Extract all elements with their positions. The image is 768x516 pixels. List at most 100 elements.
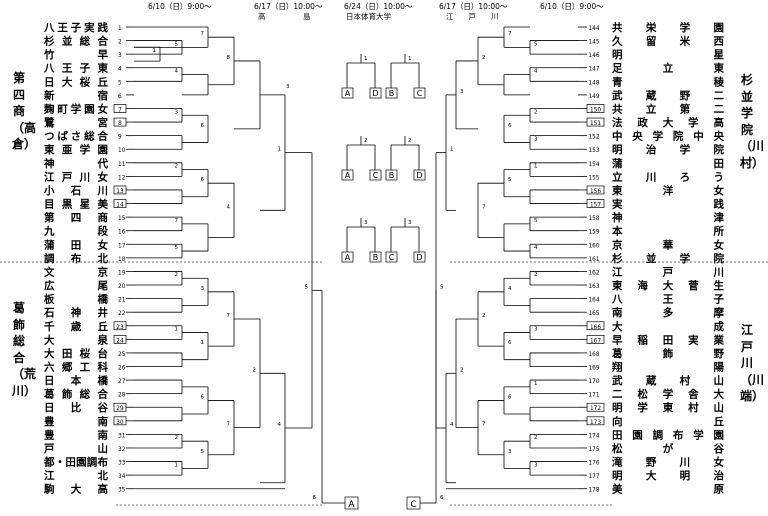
team-name-left: 小石川 [43, 184, 108, 197]
match-number: 7 [508, 31, 512, 37]
team-name-left: 鷺宮 [44, 116, 108, 129]
team-name-left: 日大桜丘 [44, 75, 109, 88]
team-number-right: 151 [590, 121, 601, 127]
team-name-right: 共栄学園 [612, 21, 724, 34]
group-letter: A [348, 500, 355, 510]
match-number: 2 [408, 138, 412, 144]
group-letter: A [345, 171, 351, 180]
group-letter: D [372, 89, 378, 98]
team-number-left: 29 [116, 406, 124, 412]
header-round1-right: 6/10（日）9:00〜 [540, 2, 604, 11]
match-number: 2 [253, 367, 257, 373]
team-name-right: 東海大菅生 [612, 279, 725, 292]
match-number: 5 [534, 218, 538, 224]
match-number: 3 [201, 286, 205, 292]
team-name-right: 武蔵野二 [612, 89, 725, 102]
team-number-right: 160 [588, 243, 599, 249]
team-number-right: 155 [588, 175, 599, 181]
match-number: 2 [175, 164, 179, 170]
team-number-right: 172 [590, 406, 601, 412]
team-number-left: 15 [118, 216, 126, 222]
team-name-right: 江戸川 [612, 265, 724, 278]
team-name-right: 中央学院中央 [612, 130, 725, 143]
match-number: 1 [278, 147, 282, 153]
header-round3-venue: 日本体育大学 [346, 12, 391, 21]
team-name-left: 蒲田女 [44, 238, 109, 251]
match-number: 2 [364, 138, 368, 144]
match-number: 3 [364, 220, 368, 226]
team-number-right: 174 [588, 433, 599, 439]
team-number-right: 144 [588, 26, 599, 32]
team-name-right: 共立第二 [612, 102, 725, 115]
team-number-left: 16 [118, 230, 126, 236]
match-number: 5 [440, 284, 444, 290]
match-number: 7 [201, 31, 205, 37]
match-number: 3 [508, 449, 512, 455]
match-number: 4 [175, 69, 179, 75]
group-letter-box [369, 87, 382, 99]
match-number: 2 [175, 272, 179, 278]
team-name-right: 二松学舎大 [612, 388, 725, 401]
match-number: 2 [460, 367, 464, 373]
group-letter-box [385, 251, 398, 263]
team-name-right: 南多摩 [612, 306, 725, 319]
team-number-right: 158 [588, 216, 599, 222]
team-number-right: 168 [588, 352, 599, 358]
team-number-right: 146 [588, 53, 599, 59]
team-number-left: 34 [118, 474, 126, 480]
team-number-right: 148 [588, 80, 599, 86]
group-letter-box [385, 169, 398, 181]
group-letter: B [373, 253, 379, 262]
group-letter: D [416, 253, 422, 262]
team-name-left: 日比谷 [44, 401, 109, 414]
team-number-right: 164 [588, 298, 599, 304]
team-number-left: 11 [118, 162, 126, 168]
team-number-right: 177 [588, 474, 599, 480]
team-name-right: 法政大学高 [612, 116, 725, 129]
header-round2-left-venue: 高 島 [258, 12, 311, 21]
team-name-right: 杉並学院 [612, 252, 725, 265]
team-number-right: 176 [588, 461, 599, 467]
team-number-left: 23 [116, 325, 124, 331]
team-number-left: 3 [118, 53, 122, 59]
team-number-right: 167 [590, 338, 601, 344]
venue-left-top: 第四商（高倉） [12, 71, 37, 151]
match-number: 5 [534, 41, 538, 47]
team-name-right: 向丘 [612, 415, 725, 428]
team-number-right: 170 [588, 379, 599, 385]
team-number-left: 4 [118, 67, 122, 73]
team-number-left: 27 [118, 379, 126, 385]
team-number-right: 166 [590, 325, 601, 331]
group-letter: C [410, 500, 416, 510]
match-number: 3 [408, 220, 412, 226]
team-number-left: 7 [118, 107, 122, 113]
team-number-left: 22 [118, 311, 126, 317]
team-name-right: 明星 [612, 49, 725, 61]
team-name-right: 京華女 [612, 238, 725, 251]
group-letter: C [417, 89, 423, 98]
team-number-left: 32 [118, 447, 126, 453]
team-number-right: 169 [588, 366, 599, 372]
group-letter-box [341, 251, 354, 263]
team-number-left: 12 [118, 175, 126, 181]
match-number: 1 [364, 56, 368, 62]
team-number-left: 10 [118, 148, 126, 154]
team-name-right: 青稜 [612, 75, 725, 88]
match-number: 4 [534, 245, 538, 251]
team-name-left: 広尾 [44, 279, 109, 292]
match-number: 4 [534, 69, 538, 75]
team-number-left: 14 [116, 203, 124, 209]
match-number: 3 [534, 462, 538, 468]
team-number-left: 25 [118, 352, 126, 358]
team-number-right: 165 [588, 311, 599, 317]
team-name-left: 日本橋 [44, 374, 109, 387]
team-number-left: 18 [118, 257, 126, 263]
team-name-right: 松が谷 [612, 442, 725, 455]
team-name-right: 神津 [612, 211, 725, 224]
team-name-left: 葛飾総合 [43, 388, 109, 401]
team-number-left: 1 [118, 26, 122, 32]
team-name-right: 明学東村山 [612, 401, 724, 414]
group-letter-box [341, 169, 354, 181]
match-number: 1 [201, 340, 205, 346]
